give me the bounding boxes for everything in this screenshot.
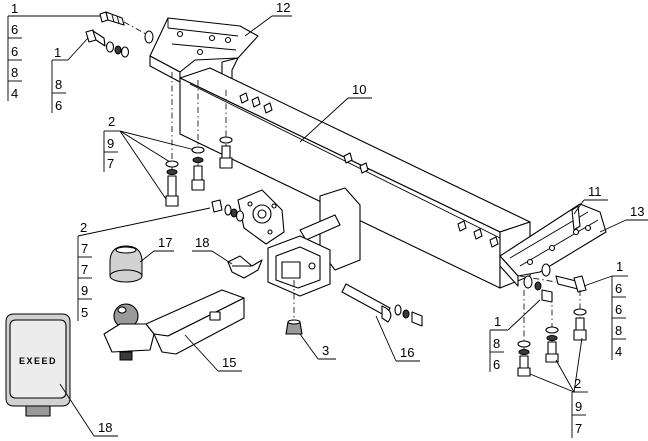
callout-left-top-1: 6 (11, 22, 18, 37)
left-mid-callout-column: 2 9 7 (103, 114, 196, 206)
callout-left-low-1: 7 (81, 241, 88, 256)
right-bolt-callout-column: 1 8 6 (489, 299, 541, 372)
callout-left-low-4: 5 (81, 305, 88, 320)
socket-plate-bolts (211, 199, 245, 222)
crossbar-10 (179, 67, 531, 289)
spring-clip (227, 255, 263, 279)
callout-right-bolt-1: 8 (493, 336, 500, 351)
callout-pin: 16 (400, 345, 414, 360)
callout-right-low-1: 9 (575, 399, 582, 414)
left-bolt-callout-column: 1 8 6 (51, 37, 89, 113)
right-bolt-horizontal (519, 263, 587, 303)
callout-left-top-2: 6 (11, 44, 18, 59)
callout-clip: 18 (195, 235, 209, 250)
ball-cover (109, 245, 143, 283)
callout-receiver-plug: 3 (322, 343, 329, 358)
callout-left-mid-1: 9 (107, 136, 114, 151)
callout-bracket-right-plate: 13 (630, 204, 644, 219)
callout-left-low-2: 7 (81, 262, 88, 277)
callout-left-low-0: 2 (80, 220, 87, 235)
hitch-pin (341, 283, 423, 327)
callout-right-top-0: 1 (616, 259, 623, 274)
callout-ball-mount: 15 (222, 355, 236, 370)
callout-bracket-right: 11 (588, 184, 602, 199)
washer-top-left (144, 30, 154, 44)
callout-ball-cover: 17 (158, 235, 172, 250)
callout-crossbar: 10 (352, 82, 366, 97)
receiver-plug (285, 319, 303, 335)
left-vertical-hardware (165, 72, 233, 207)
callout-left-low-3: 9 (81, 283, 88, 298)
callout-right-low-2: 7 (575, 421, 582, 436)
callout-right-top-1: 6 (615, 281, 622, 296)
right-vertical-hardware (517, 290, 587, 377)
cover-box-logo: EXEED (19, 356, 57, 366)
callout-left-bolt-0: 1 (54, 45, 61, 60)
ball-mount (103, 289, 245, 361)
left-top-hardware (85, 11, 154, 58)
callout-left-mid-0: 2 (108, 114, 115, 129)
callout-left-bolt-2: 6 (55, 98, 62, 113)
bracket-right-11 (499, 203, 607, 287)
callout-cover-box: 18 (98, 420, 112, 435)
callout-left-bolt-1: 8 (55, 77, 62, 92)
right-low-callout-column: 2 9 7 (529, 337, 588, 438)
receiver-assembly (267, 187, 361, 297)
callout-left-top-0: 1 (11, 1, 18, 16)
left-top-callout-column: 1 6 6 8 4 (7, 1, 100, 101)
callout-left-top-3: 8 (11, 65, 18, 80)
bolt-second-left (85, 29, 130, 58)
callout-right-bolt-2: 6 (493, 357, 500, 372)
callout-right-bolt-0: 1 (494, 314, 501, 329)
callout-left-top-4: 4 (11, 86, 18, 101)
right-top-callout-column: 1 6 6 8 4 (583, 259, 628, 360)
callout-right-top-3: 8 (615, 323, 622, 338)
callout-right-low-0: 2 (574, 376, 581, 391)
bolt-top-left (99, 11, 125, 26)
callout-left-mid-2: 7 (107, 156, 114, 171)
socket-plate (237, 189, 285, 245)
callout-right-top-4: 4 (615, 344, 622, 359)
cover-box: EXEED (5, 313, 71, 417)
callout-right-top-2: 6 (615, 302, 622, 317)
left-low-callout-column: 2 7 7 9 5 (77, 207, 211, 321)
callout-bracket-left: 12 (276, 0, 290, 15)
